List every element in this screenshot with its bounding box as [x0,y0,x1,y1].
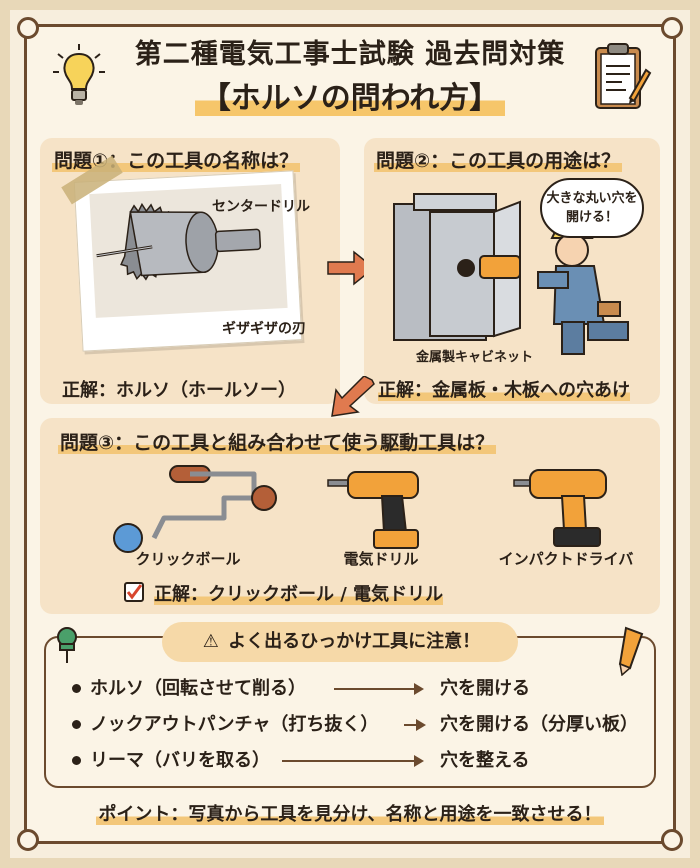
clipboard-icon [595,43,652,109]
page-title: 第二種電気工事士試験 過去問対策 [134,39,566,70]
warning-row-right: 穴を整える [440,750,530,771]
question-3-label: 問題③：この工具と組み合わせて使う駆動工具は？ [58,428,497,455]
speech-bubble: 大きな丸い穴を 開ける！ [540,178,644,238]
question-3-answer: 正解：クリックボール / 電気ドリル [154,580,444,606]
tool-label-impact-driver: インパクトドライバ [498,550,634,568]
checkbox-icon [124,582,144,602]
question-2-label: 問題②：この工具の用途は？ [374,146,623,173]
question-3-text: 問題③：この工具と組み合わせて使う駆動工具は？ [58,432,497,454]
cabinet-illustration [393,193,521,341]
warning-row-right: 穴を開ける（分厚い板） [440,714,638,735]
pushpin-icon [57,627,77,663]
annotation-saw-teeth: ギザギザの刃 [222,321,306,337]
impact-driver-icon [513,469,607,547]
frame-corner [17,829,39,851]
page-subtitle: 【ホルソの問われ方】 [182,76,518,122]
hole-saw-photo [73,170,303,352]
bullet-dot [72,684,81,693]
lightbulb-icon [53,44,105,105]
frame-corner [661,17,683,39]
worker-with-drill-icon [537,221,629,355]
key-point: ポイント：写真から工具を見分け、名称と用途を一致させる！ [0,800,700,826]
photo-image [89,184,288,318]
speech-bubble-line: 開ける！ [565,210,618,225]
arrow-icon [404,719,426,731]
warning-row-left: ホルソ（回転させて削る） [90,678,306,699]
frame-corner [661,829,683,851]
tool-label-brace: クリックボール [135,550,241,568]
bullet-dot [72,756,81,765]
question-3-answer-text: 正解：クリックボール / 電気ドリル [154,584,444,605]
brace-drill-icon [113,465,277,553]
question-2-answer-text: 正解：金属板・木板への穴あけ [378,380,630,401]
speech-bubble-line: 大きな丸い穴を [546,191,638,206]
arrow-icon [334,683,424,695]
warning-row-left: リーマ（バリを取る） [90,750,270,771]
question-1-answer: 正解：ホルソ（ホールソー） [62,380,296,401]
arrow-down-left-icon [331,376,375,417]
warning-row-right: 穴を開ける [440,678,530,699]
question-2-answer: 正解：金属板・木板への穴あけ [378,376,630,402]
arrow-icon [282,755,424,767]
question-2-text: 問題②：この工具の用途は？ [374,150,623,172]
warning-icon: ⚠ [202,631,219,652]
hole-saw-icon [96,202,262,281]
warning-heading: ⚠ よく出るひっかけ工具に注意！ [162,622,518,662]
page-subtitle-text: 【ホルソの問われ方】 [194,81,506,116]
key-point-text: ポイント：写真から工具を見分け、名称と用途を一致させる！ [96,804,604,825]
warning-heading-text: よく出るひっかけ工具に注意！ [228,631,481,652]
frame-corner [17,17,39,39]
pencil-icon [618,626,644,676]
warning-row-left: ノックアウトパンチャ（打ち抜く） [90,714,379,735]
electric-drill-icon [327,471,419,549]
tool-label-electric-drill: 電気ドリル [343,550,419,568]
cabinet-label: 金属製キャビネット [416,350,534,365]
bullet-dot [72,720,81,729]
annotation-center-drill: センタードリル [212,199,310,215]
